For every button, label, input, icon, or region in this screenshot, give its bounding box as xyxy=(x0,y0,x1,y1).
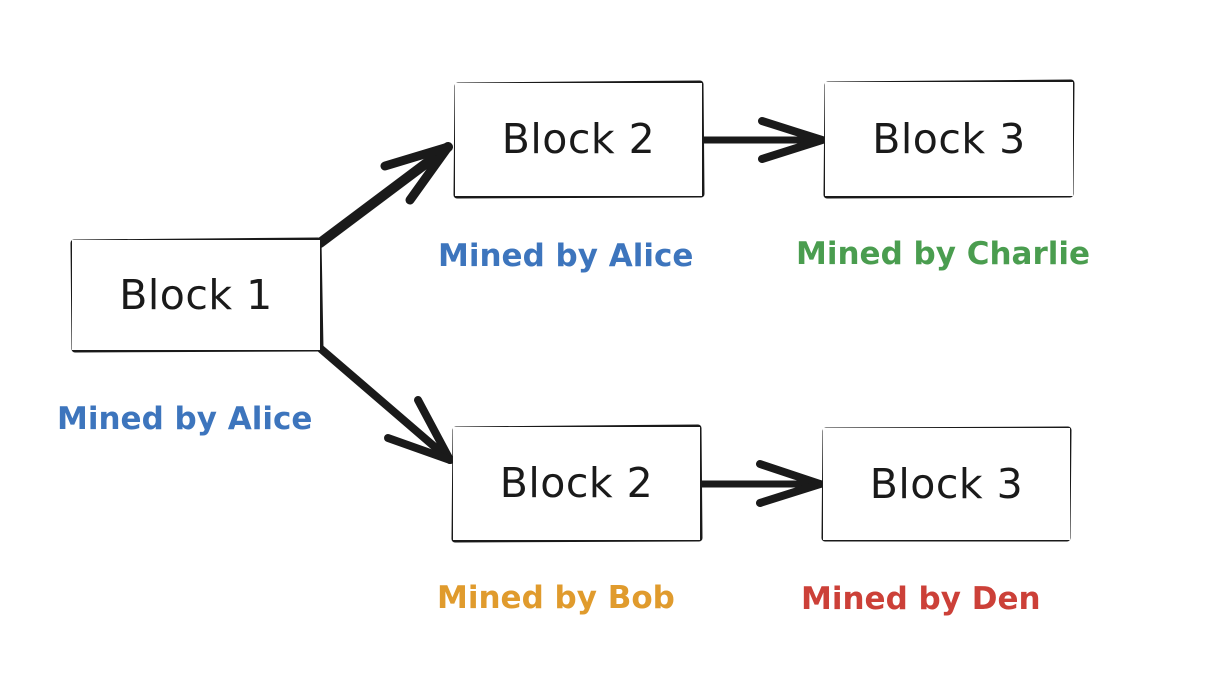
block-node-top-block2[interactable]: Block 2 xyxy=(455,83,702,196)
edge-block1-to-top-block2-head-upper xyxy=(380,142,453,171)
edge-top-block2-to-block3-head-lower xyxy=(758,136,826,163)
diagram-arrows xyxy=(315,117,826,507)
edge-block1-to-top-block2-head-lower xyxy=(405,142,453,205)
block-node-block1[interactable]: Block 1 xyxy=(72,240,320,350)
block-node-bot-block3[interactable]: Block 3 xyxy=(823,428,1070,540)
edge-block1-to-top-block2 xyxy=(315,142,453,248)
edge-bot-block2-to-block3 xyxy=(696,460,824,507)
miner-label-bot-block3: Mined by Den xyxy=(801,581,1041,617)
miner-label-top-block2: Mined by Alice xyxy=(438,238,694,274)
edge-block1-to-bot-block2-shaft xyxy=(317,345,454,464)
block-node-bot-block2[interactable]: Block 2 xyxy=(453,427,700,540)
miner-label-bot-block2: Mined by Bob xyxy=(437,580,675,616)
edge-block1-to-bot-block2 xyxy=(317,345,454,464)
edge-top-block2-to-block3 xyxy=(698,117,826,163)
edge-bot-block2-to-block3-head-lower xyxy=(756,480,824,507)
block-node-label: Block 2 xyxy=(499,459,654,507)
edge-block1-to-bot-block2-head-lower xyxy=(384,434,454,464)
edge-bot-block2-to-block3-head-upper xyxy=(756,460,824,488)
miner-label-top-block3: Mined by Charlie xyxy=(796,236,1091,272)
block-node-label: Block 3 xyxy=(872,114,1026,163)
block-node-top-block3[interactable]: Block 3 xyxy=(825,82,1073,196)
block-node-label: Block 2 xyxy=(501,115,656,163)
block-node-label: Block 3 xyxy=(869,459,1024,508)
edge-block1-to-top-block2-shaft xyxy=(315,142,453,248)
block-node-label: Block 1 xyxy=(119,270,273,319)
edge-top-block2-to-block3-head-upper xyxy=(758,117,826,144)
miner-label-block1: Mined by Alice xyxy=(57,401,313,437)
edge-block1-to-bot-block2-head-upper xyxy=(414,396,454,464)
